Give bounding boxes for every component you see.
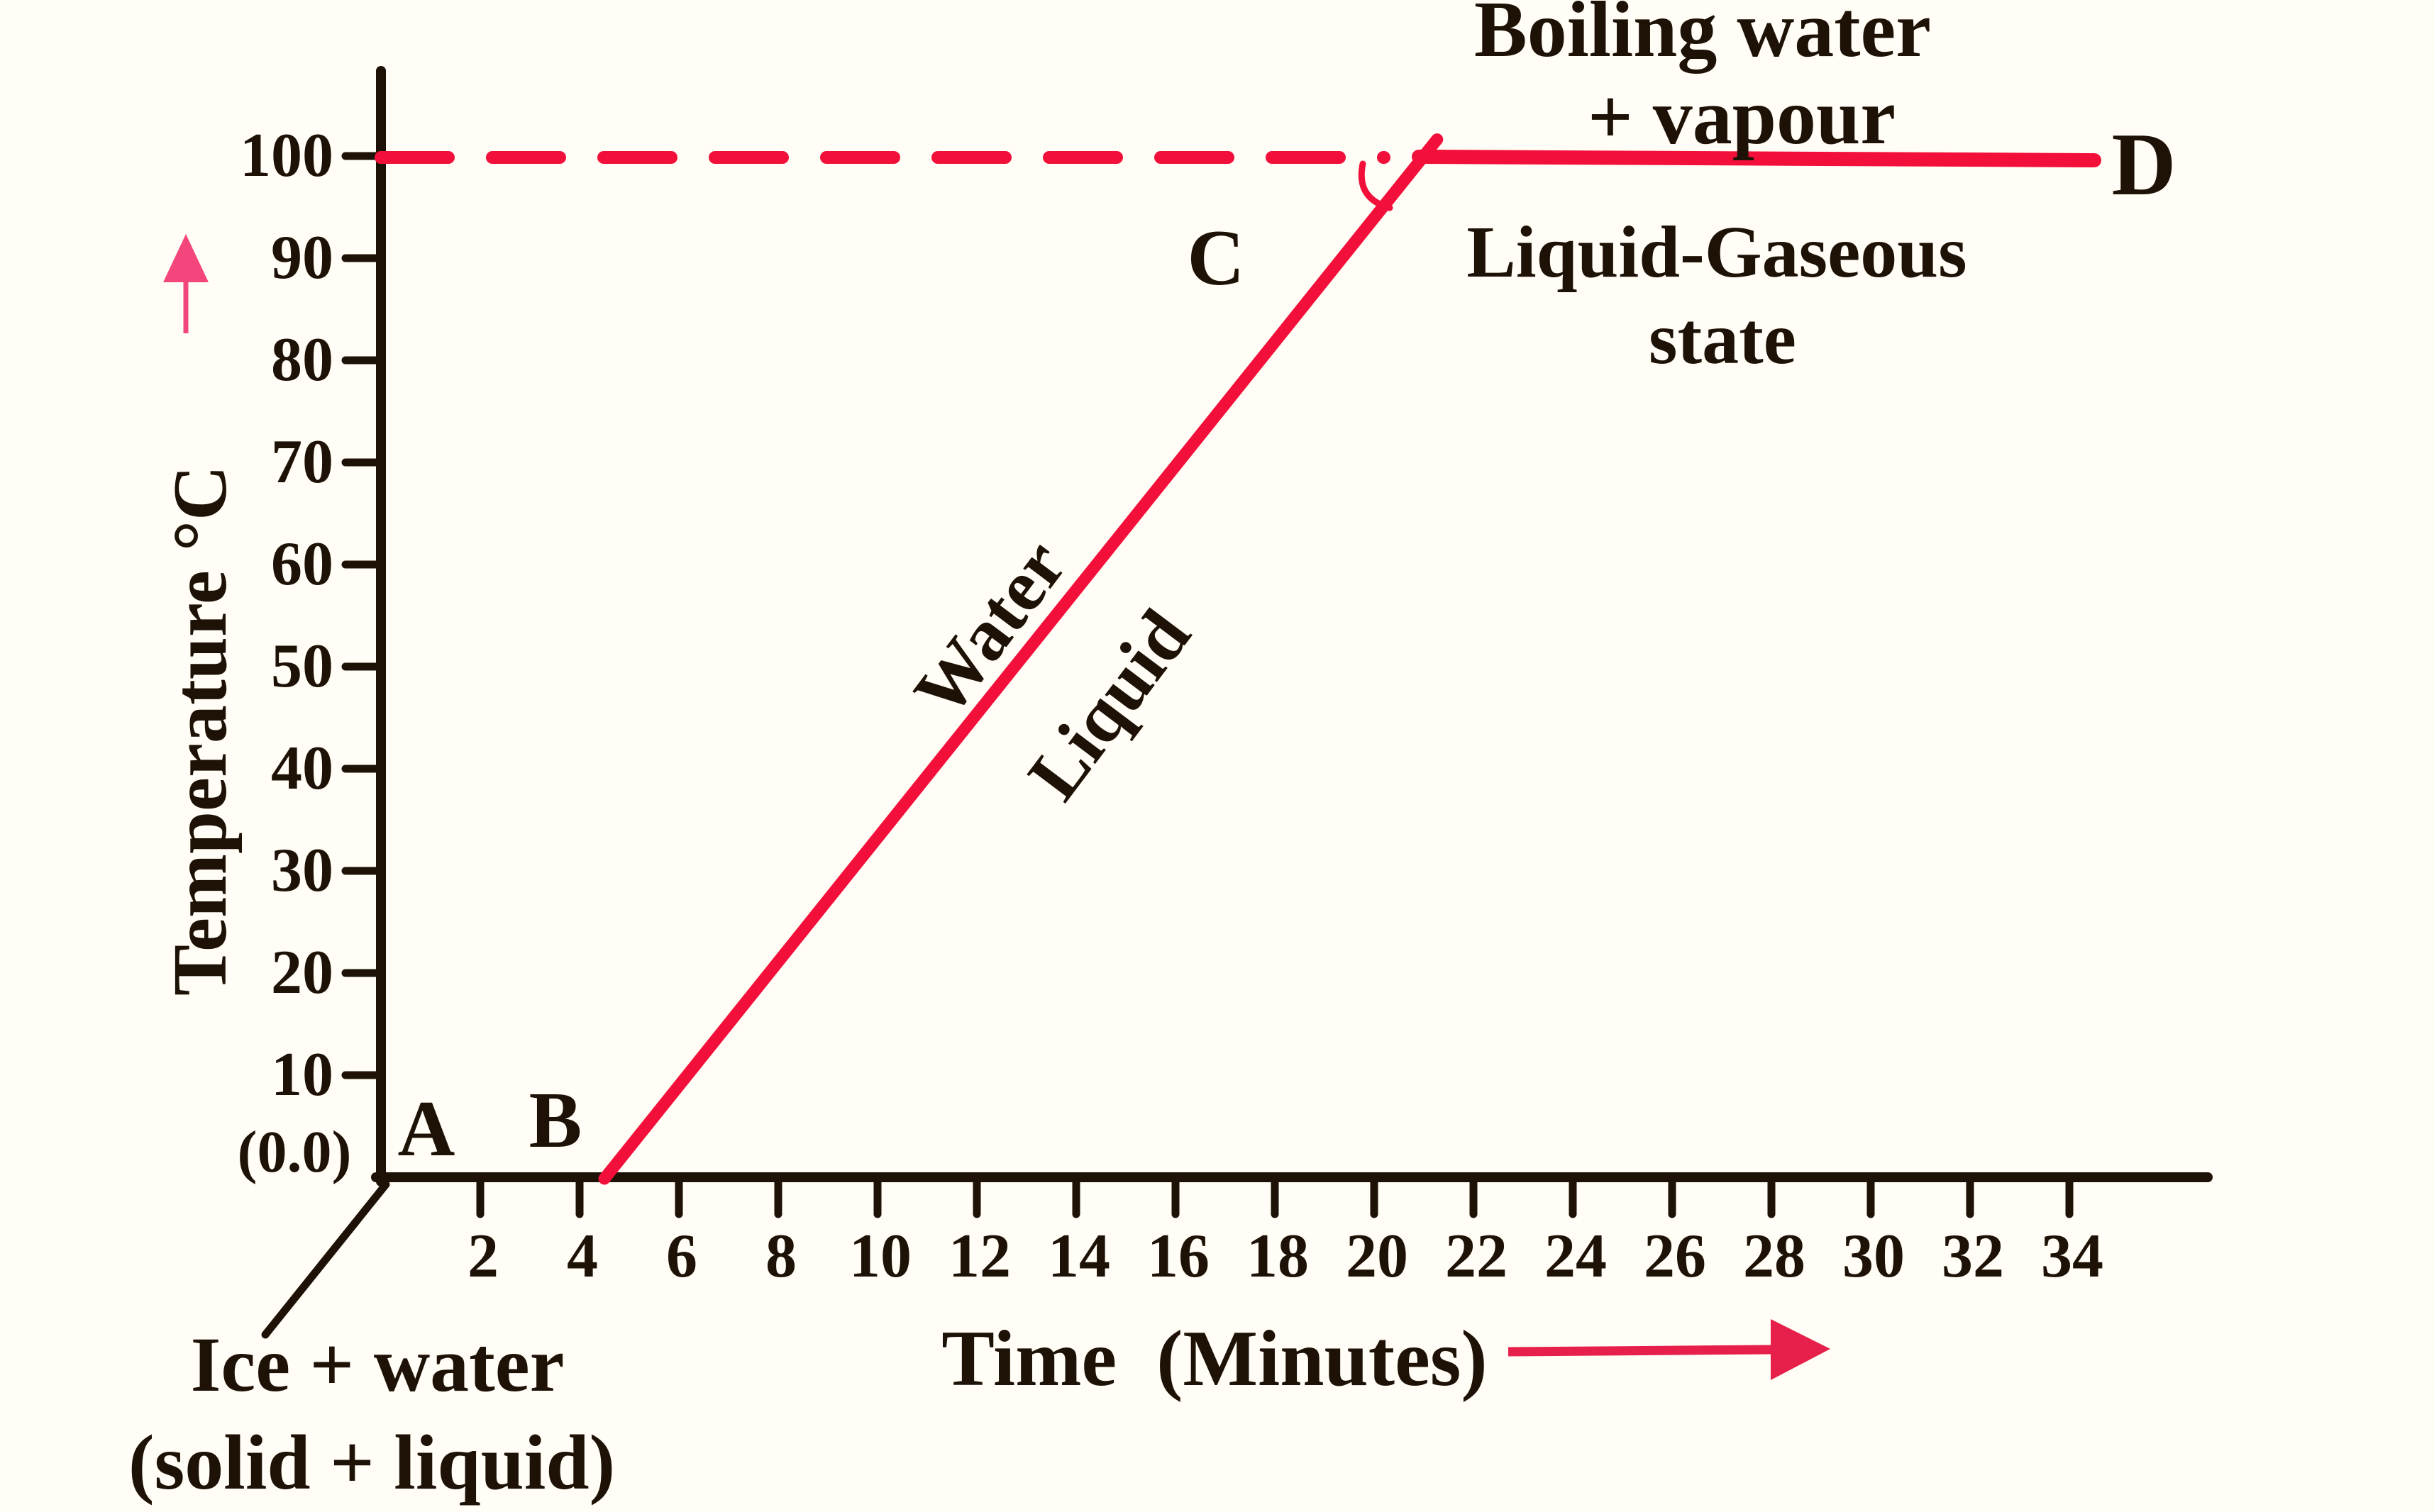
time-right-arrow-icon	[1508, 1319, 1830, 1380]
x-tick-label: 2	[468, 1222, 499, 1291]
x-tick-label: 30	[1842, 1222, 1905, 1291]
x-tick-label: 22	[1445, 1222, 1508, 1291]
x-tick-label: 8	[765, 1222, 797, 1291]
y-tick-label: 90	[271, 223, 333, 292]
y-tick-label: 20	[271, 938, 333, 1007]
y-tick-label: 70	[271, 428, 333, 496]
annotation-ice-water-line2: (solid + liquid)	[128, 1419, 616, 1506]
x-tick-label: 4	[567, 1222, 598, 1291]
y-tick-label: 10	[271, 1040, 333, 1109]
annotation-boiling-water-line1: Boiling water	[1474, 0, 1931, 74]
annotation-liquid-gaseous-line1: Liquid-Gaseous	[1466, 211, 1967, 293]
origin-label: (0.0)	[237, 1119, 352, 1185]
y-tick-label: 60	[271, 530, 333, 599]
x-tick-label: 34	[2041, 1222, 2103, 1291]
x-tick-label: 6	[666, 1222, 697, 1291]
x-tick-label: 24	[1544, 1222, 1607, 1291]
point-label-d: D	[2111, 116, 2176, 214]
annotation-ice-water-line1: Ice + water	[190, 1321, 565, 1408]
y-axis-ticks	[341, 152, 385, 1079]
annotation-boiling-water-line2: + vapour	[1587, 73, 1896, 161]
x-axis-ticks	[476, 1173, 2074, 1218]
x-tick-label: 32	[1942, 1222, 2004, 1291]
x-tick-label: 14	[1048, 1222, 1110, 1291]
y-tick-label: 50	[271, 632, 333, 701]
point-label-b: B	[529, 1077, 582, 1164]
x-axis-title: Time (Minutes)	[941, 1315, 1488, 1403]
x-tick-label: 26	[1644, 1222, 1706, 1291]
y-tick-label: 40	[271, 734, 333, 803]
ice-water-pointer-line	[261, 1180, 390, 1339]
y-tick-label: 100	[240, 121, 333, 190]
x-tick-label: 10	[849, 1222, 912, 1291]
x-tick-label: 12	[948, 1222, 1011, 1291]
x-tick-label: 16	[1147, 1222, 1210, 1291]
y-tick-label: 30	[271, 836, 333, 905]
y-tick-label: 80	[271, 326, 333, 394]
point-label-c: C	[1187, 214, 1245, 302]
x-tick-label: 20	[1346, 1222, 1408, 1291]
y-axis-title: Temperature °C	[158, 465, 243, 996]
curve-segment-c-to-d	[1412, 150, 2101, 167]
temperature-up-arrow-icon	[163, 234, 209, 333]
x-tick-label: 18	[1246, 1222, 1309, 1291]
annotation-liquid-gaseous-line2: state	[1649, 298, 1796, 379]
angle-arc-at-c	[1358, 160, 1393, 211]
curve-segment-b-to-c	[598, 133, 1444, 1185]
x-tick-label: 28	[1743, 1222, 1805, 1291]
point-label-a: A	[397, 1085, 455, 1173]
